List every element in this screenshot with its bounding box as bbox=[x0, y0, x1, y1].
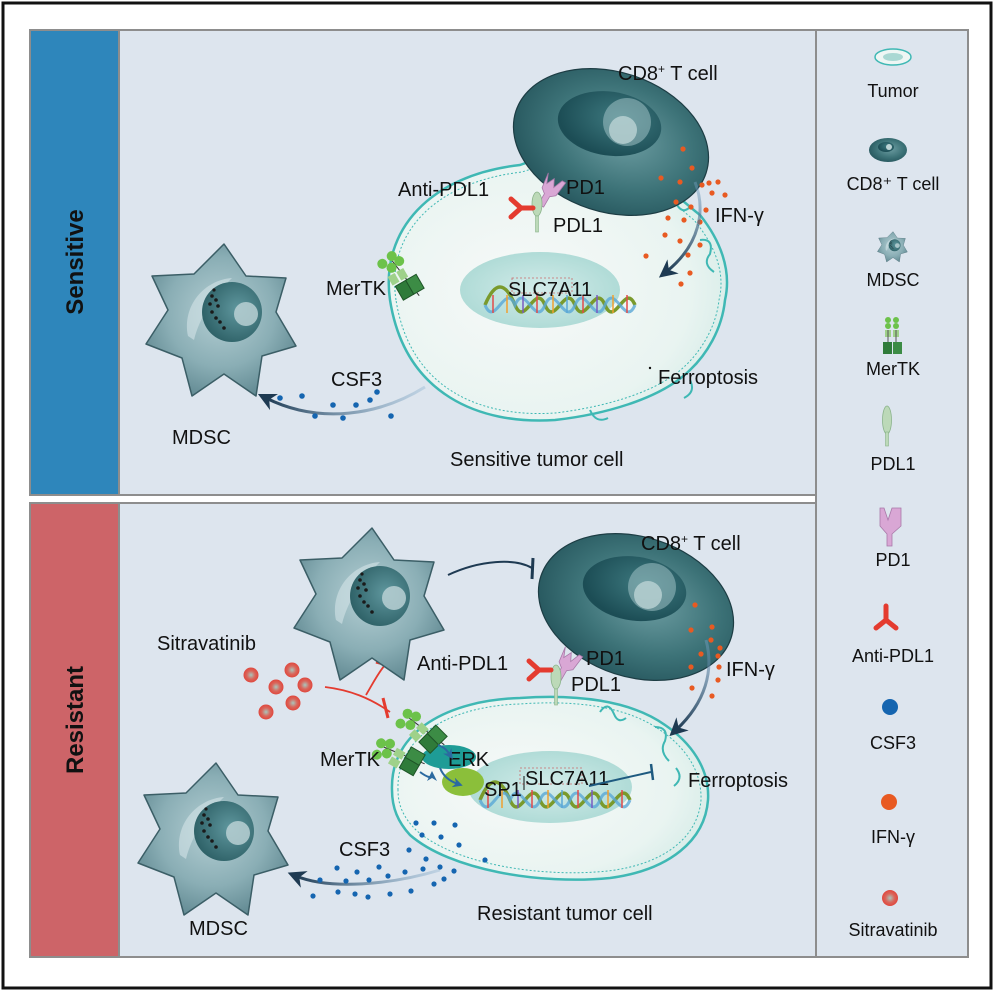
mertk-icon bbox=[883, 317, 902, 354]
resistant-sitravatinib-label: Sitravatinib bbox=[157, 633, 256, 655]
resistant-slc7a11-label: SLC7A11 bbox=[525, 768, 609, 790]
resistant-sp1-label: SP1 bbox=[484, 779, 522, 801]
resistant-ferroptosis-label: Ferroptosis bbox=[688, 770, 788, 792]
sensitive-ifn-label: IFN-γ bbox=[715, 205, 764, 227]
resistant-band bbox=[29, 502, 120, 958]
sensitive-ifn-dots bbox=[643, 146, 728, 287]
sensitive-csf3-dots bbox=[277, 389, 394, 421]
sensitive-pd1-label: PD1 bbox=[566, 177, 605, 199]
legend-label: PD1 bbox=[875, 550, 910, 570]
nucleus bbox=[460, 252, 620, 328]
sp1-blob bbox=[442, 768, 484, 796]
ifn-gamma-icon bbox=[881, 794, 897, 810]
resistant-mertk-label: MerTK bbox=[320, 749, 381, 771]
resistant-csf3-label: CSF3 bbox=[339, 839, 390, 861]
legend-label: Sitravatinib bbox=[848, 920, 937, 940]
sitravatinib-icon bbox=[882, 890, 898, 906]
resistant-csf3-dots bbox=[310, 820, 488, 900]
resistant-csf3-arrow bbox=[287, 868, 441, 888]
resistant-label: Resistant bbox=[62, 666, 89, 774]
legend-label: MerTK bbox=[866, 359, 920, 379]
legend-label: Anti-PDL1 bbox=[852, 646, 934, 666]
legend-label: CSF3 bbox=[870, 733, 916, 753]
resistant-pdl1-label: PDL1 bbox=[571, 674, 621, 696]
legend-label: PDL1 bbox=[870, 454, 915, 474]
resistant-tumor-cell bbox=[390, 695, 710, 881]
resistant-erk-label: ERK bbox=[448, 749, 490, 771]
resistant-pd1-label: PD1 bbox=[586, 648, 625, 670]
resistant-ifn-dots bbox=[688, 602, 723, 699]
cd8-t-cell-icon bbox=[869, 138, 907, 162]
sensitive-label: Sensitive bbox=[62, 209, 89, 314]
csf3-icon bbox=[882, 699, 898, 715]
sensitive-anti-pdl1-label: Anti-PDL1 bbox=[398, 179, 489, 201]
pd1-icon bbox=[879, 507, 902, 547]
sensitive-mdsc-label: MDSC bbox=[172, 427, 231, 449]
resistant-ifn-label: IFN-γ bbox=[726, 659, 775, 681]
sitravatinib-dots bbox=[243, 662, 313, 720]
mdsc-tcell-inhibition bbox=[447, 560, 533, 576]
sensitive-ifn-arrow bbox=[658, 181, 702, 278]
sensitive-csf3-arrow bbox=[257, 385, 426, 416]
sensitive-band bbox=[29, 29, 120, 496]
sensitive-mertk-label: MerTK bbox=[326, 278, 387, 300]
ferroptosis-inhibition-line bbox=[588, 771, 652, 787]
sensitive-csf3-label: CSF3 bbox=[331, 369, 382, 391]
sensitive-pdl1-label: PDL1 bbox=[553, 215, 603, 237]
legend: Tumor CD8⁺ T cell MDSC MerTK PDL1 bbox=[815, 29, 969, 958]
anti-pdl1-icon bbox=[873, 603, 899, 631]
pdl1-icon bbox=[882, 405, 892, 447]
sensitive-panel: Sensitive SLC7A11 CD8+ T cell Anti-PDL1 … bbox=[29, 29, 817, 496]
tumor-icon bbox=[874, 48, 912, 66]
sensitive-tcell-label: CD8+ T cell bbox=[618, 62, 718, 85]
legend-label: MDSC bbox=[867, 270, 920, 290]
sensitive-slc7a11-label: SLC7A11 bbox=[508, 279, 592, 301]
resistant-mdsc-label: MDSC bbox=[189, 918, 248, 940]
sensitive-tumor-cell-label: Sensitive tumor cell bbox=[450, 449, 623, 471]
legend-label: CD8⁺ T cell bbox=[847, 174, 940, 194]
resistant-tcell-label: CD8+ T cell bbox=[641, 532, 741, 555]
legend-label: Tumor bbox=[867, 81, 918, 101]
resistant-anti-pdl1-label: Anti-PDL1 bbox=[417, 653, 508, 675]
resistant-ifn-arrow bbox=[669, 639, 711, 737]
legend-label: IFN-γ bbox=[871, 827, 915, 847]
resistant-panel: Resistant SLC7A11 ERK SP1 Ferroptosis Me… bbox=[29, 502, 817, 958]
resistant-tumor-cell-label: Resistant tumor cell bbox=[477, 903, 653, 925]
sensitive-tumor-cell bbox=[387, 156, 729, 422]
sensitive-ferroptosis-label: Ferroptosis bbox=[658, 367, 758, 389]
